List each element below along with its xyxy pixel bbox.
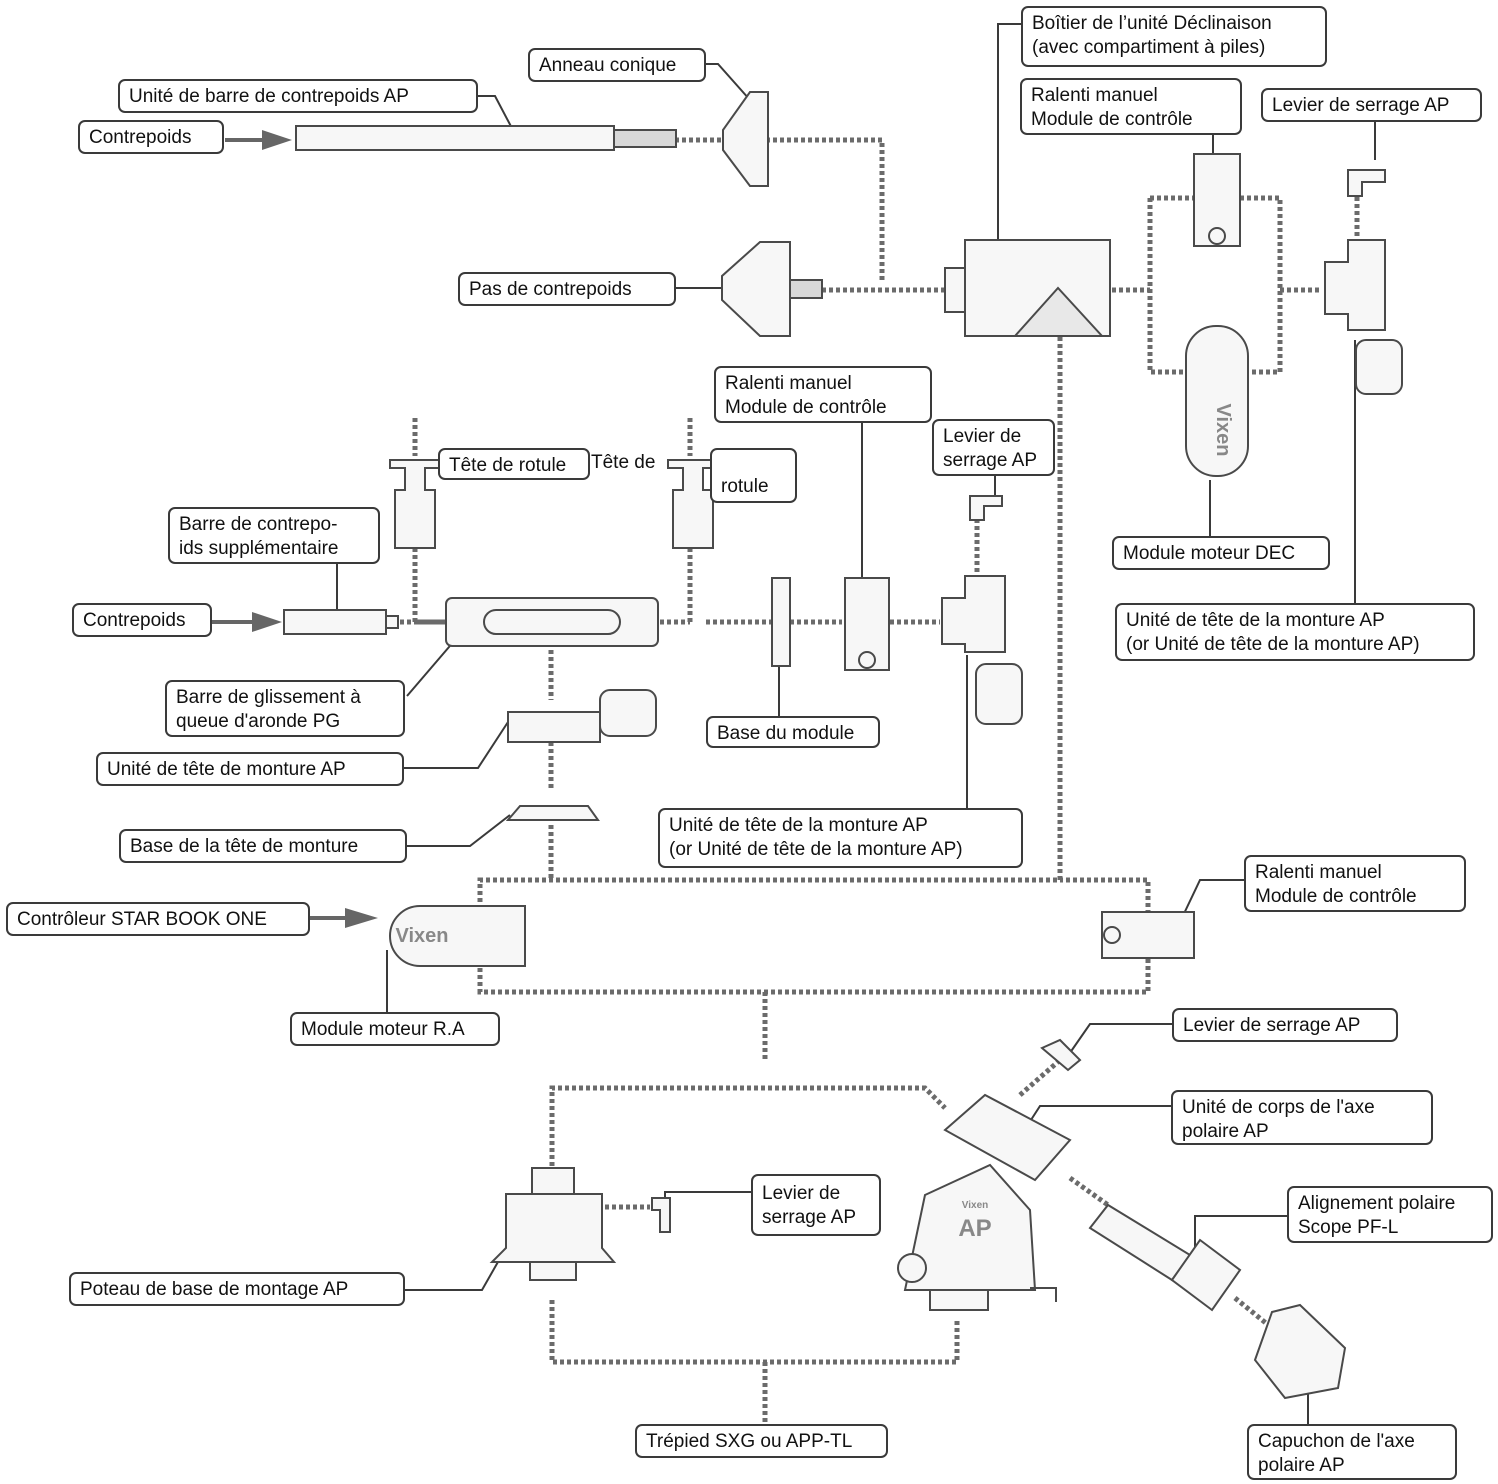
mount-head-right xyxy=(1324,239,1386,331)
label-alignement: Alignement polaire Scope PF-L xyxy=(1287,1186,1493,1243)
mount-head-right-knob xyxy=(1355,339,1403,395)
polar-scope-body xyxy=(1170,1238,1242,1312)
label-module-ra: Module moteur R.A xyxy=(290,1012,500,1046)
extra-counterweight-bar xyxy=(283,609,387,635)
label-unite-corps: Unité de corps de l'axe polaire AP xyxy=(1171,1090,1433,1145)
label-controleur: Contrôleur STAR BOOK ONE xyxy=(6,902,310,936)
label-rotule-left: Tête de rotule xyxy=(438,448,590,480)
arrow-contrepoids-top xyxy=(225,130,292,150)
label-base-tete: Base de la tête de monture xyxy=(119,829,407,863)
label-base-module: Base du module xyxy=(706,716,880,748)
polar-axis-foot xyxy=(929,1289,989,1311)
extra-counterweight-tip xyxy=(385,615,399,629)
label-levier-low-mid: Levier de serrage AP xyxy=(751,1174,881,1236)
clamp-lever-low-mid xyxy=(651,1197,671,1233)
label-levier-top-right: Levier de serrage AP xyxy=(1261,88,1482,122)
mount-head-mid xyxy=(941,575,1006,653)
label-module-dec: Module moteur DEC xyxy=(1112,536,1330,570)
logo-mount-ap: AP xyxy=(958,1215,991,1242)
label-capuchon: Capuchon de l'axe polaire AP xyxy=(1247,1424,1457,1480)
arrows xyxy=(210,130,378,928)
connection-lines xyxy=(400,137,1360,1430)
tapered-ring xyxy=(722,91,769,187)
label-unite-tete-mid: Unité de tête de la monture AP (or Unité… xyxy=(658,808,1023,868)
slow-motion-knob-low xyxy=(1103,926,1121,944)
label-ralenti-mid: Ralenti manuel Module de contrôle xyxy=(714,366,932,423)
counterweight-thread-top xyxy=(613,129,677,148)
label-contrepoids-top: Contrepoids xyxy=(78,120,224,154)
clamp-lever-low-right xyxy=(1040,1038,1082,1072)
arrow-controleur xyxy=(310,908,378,928)
label-barre-glissement: Barre de glissement à queue d'aronde PG xyxy=(165,680,405,737)
polar-axis-upper xyxy=(943,1093,1072,1182)
label-rotule-right-b: rotule xyxy=(710,448,797,503)
base-pillar-top xyxy=(531,1167,575,1195)
label-boitier-dec: Boîtier de l’unité Déclinaison (avec com… xyxy=(1021,6,1327,67)
label-levier-low-right: Levier de serrage AP xyxy=(1172,1008,1398,1042)
clamp-lever-top-right xyxy=(1347,169,1386,197)
logo-dec: Vixen xyxy=(1212,404,1234,457)
mount-head-left-knob xyxy=(599,689,657,737)
counterweight-bar-top xyxy=(295,125,615,151)
module-base xyxy=(771,577,791,667)
counterweight-step-thread xyxy=(789,279,823,299)
label-barre-supp: Barre de contrepo- ids supplémentaire xyxy=(168,507,380,564)
label-ralenti-low: Ralenti manuel Module de contrôle xyxy=(1244,855,1466,912)
ball-head-left xyxy=(389,459,441,549)
label-pas-contrepoids: Pas de contrepoids xyxy=(458,272,676,306)
label-contrepoids-mid: Contrepoids xyxy=(72,603,212,637)
mount-head-mid-knob xyxy=(975,663,1023,725)
dec-housing-prism xyxy=(1012,286,1105,337)
base-pillar-body xyxy=(489,1193,617,1263)
logo-marks: Vixen Vixen Vixen AP xyxy=(396,404,1235,1243)
label-trepied: Trépied SXG ou APP-TL xyxy=(635,1424,888,1458)
base-pillar-foot xyxy=(529,1261,577,1281)
logo-mount: Vixen xyxy=(962,1200,989,1211)
polar-axis-bolt xyxy=(1030,1287,1057,1302)
label-ralenti-top: Ralenti manuel Module de contrôle xyxy=(1020,78,1242,135)
polar-scope-tube xyxy=(1088,1203,1192,1282)
mount-head-base xyxy=(505,805,600,821)
slow-motion-knob-mid xyxy=(858,651,876,669)
arrow-contrepoids-mid xyxy=(210,612,282,632)
label-unite-tete-left: Unité de tête de monture AP xyxy=(96,752,404,786)
label-barre-contrepoids: Unité de barre de contrepoids AP xyxy=(118,79,478,113)
label-unite-tete-right: Unité de tête de la monture AP (or Unité… xyxy=(1115,603,1475,661)
logo-ra: Vixen xyxy=(396,925,449,947)
label-anneau-conique: Anneau conique xyxy=(528,48,706,82)
label-rotule-right-a: Tête de xyxy=(591,452,656,473)
dovetail-slot xyxy=(483,609,621,635)
polar-axis-cap xyxy=(1253,1303,1347,1400)
mount-head-left xyxy=(507,711,601,743)
dec-housing-cap xyxy=(944,267,966,313)
ra-motor-module xyxy=(389,905,526,967)
slow-motion-knob-top xyxy=(1208,227,1226,245)
dec-motor-module xyxy=(1185,325,1249,477)
clamp-lever-mid xyxy=(969,495,1003,521)
label-poteau: Poteau de base de montage AP xyxy=(69,1272,405,1306)
counterweight-step xyxy=(721,241,791,337)
parts xyxy=(283,91,1403,1400)
polar-axis-knob xyxy=(897,1253,927,1283)
label-levier-mid: Levier de serrage AP xyxy=(932,419,1055,476)
